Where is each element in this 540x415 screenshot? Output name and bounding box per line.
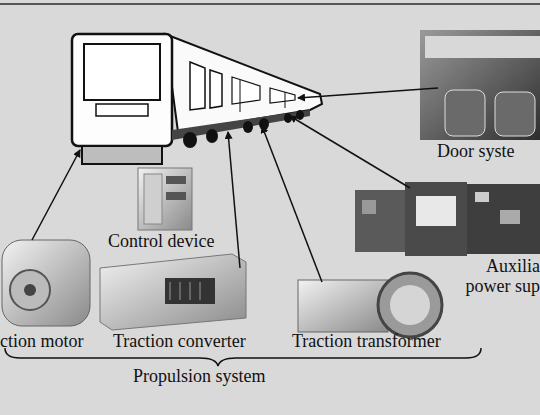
photo-detail [500, 210, 520, 224]
wheel [259, 118, 269, 130]
car-joint [240, 80, 241, 112]
photo-detail [390, 285, 430, 325]
photo-detail [378, 273, 442, 337]
side-window [232, 77, 260, 104]
photo [467, 184, 540, 254]
photo-detail [144, 174, 162, 224]
photo-detail [166, 192, 186, 200]
photo-detail [166, 176, 186, 184]
component-label: Auxilia power sup [452, 256, 540, 296]
photo-detail [190, 282, 191, 300]
photo-detail [445, 90, 485, 136]
photo [355, 190, 405, 252]
frame-line [0, 3, 540, 5]
photo-detail [475, 192, 489, 202]
component-label: ction motor [0, 331, 84, 351]
component-label: Door syste [437, 141, 515, 161]
photo-detail [416, 196, 456, 226]
photo-detail [10, 270, 50, 310]
photo-detail [362, 200, 376, 214]
train-front [72, 34, 172, 146]
auxiliary-power-photo [355, 182, 540, 256]
leader-arrow [262, 126, 322, 282]
car-joint [285, 92, 286, 108]
side-window [270, 88, 295, 103]
train-drawing [72, 34, 322, 164]
underframe [82, 146, 162, 164]
photo [100, 254, 246, 330]
wheel [243, 121, 253, 133]
photo [420, 30, 540, 140]
traction-motor-photo [2, 240, 90, 326]
photo-detail [170, 282, 171, 300]
front-panel [96, 104, 148, 116]
component-label: Traction converter [113, 331, 246, 351]
leader-arrow [32, 150, 80, 240]
photo [138, 168, 192, 230]
photo-detail [425, 36, 540, 58]
traction-transformer-photo [298, 273, 442, 337]
side-door [210, 70, 222, 108]
photo-detail [165, 278, 215, 304]
leader-arrow [228, 132, 240, 268]
control-device-photo [138, 168, 192, 230]
traction-converter-photo [100, 254, 246, 330]
wheel [183, 132, 197, 148]
photo-detail [495, 92, 535, 136]
front-window [84, 44, 160, 100]
photo [2, 240, 90, 326]
wheel [284, 113, 292, 123]
photo-detail [24, 284, 36, 296]
wheel [206, 129, 218, 143]
side-door [190, 62, 205, 110]
photo-detail [180, 282, 181, 300]
photo [405, 182, 467, 256]
wheel [296, 110, 304, 120]
component-label: Traction transformer [292, 331, 441, 351]
component-label: Propulsion system [133, 366, 266, 386]
photo [298, 280, 388, 332]
leader-arrow [290, 116, 410, 188]
leader-arrow [298, 88, 438, 98]
door-system-photo [420, 30, 540, 140]
train-side [165, 34, 322, 132]
photo-detail [200, 282, 201, 300]
component-label: Control device [108, 231, 214, 251]
